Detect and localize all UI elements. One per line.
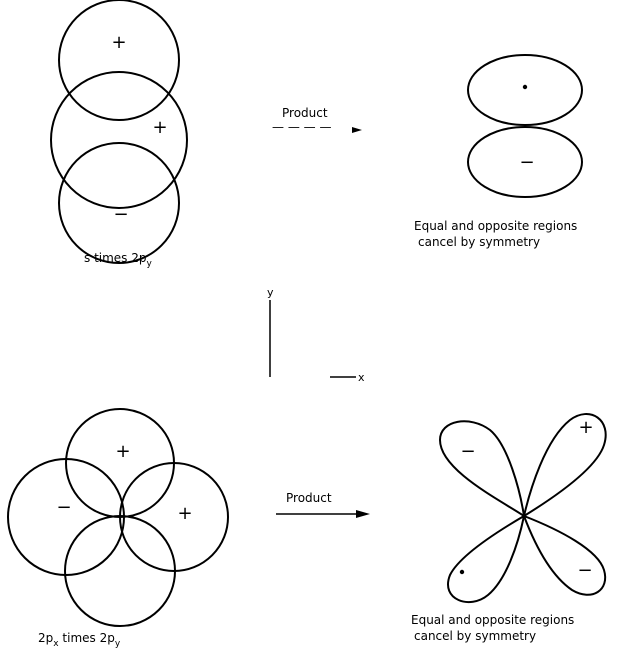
- sign-right: +: [177, 503, 192, 524]
- x-axis-label: x: [358, 371, 365, 384]
- bottom-px-circle: [65, 516, 175, 626]
- coordinate-axes: y x: [267, 286, 365, 384]
- sign-lobe-bottom-right: −: [577, 560, 592, 581]
- bottom-right-caption-1: Equal and opposite regions: [411, 613, 574, 627]
- top-px-circle: [66, 409, 174, 517]
- lower-lobe-circle: [59, 143, 179, 263]
- top-right-caption-2: cancel by symmetry: [418, 235, 540, 249]
- lobe-bottom-left: [448, 516, 524, 602]
- bottom-arrow-head: [356, 510, 370, 518]
- top-left-caption: s times 2py: [84, 251, 153, 269]
- top-arrow-label: Product: [282, 106, 328, 120]
- sign-dot-upper: [523, 85, 527, 89]
- top-left-orbitals: + + −: [51, 0, 187, 263]
- top-arrow-head: [352, 127, 362, 133]
- bottom-right-caption-2: cancel by symmetry: [414, 629, 536, 643]
- bottom-arrow-label: Product: [286, 491, 332, 505]
- sign-lobe-top-right: +: [578, 417, 593, 438]
- sign-lobe-top-left: −: [460, 441, 475, 462]
- upper-lobe-circle: [59, 0, 179, 120]
- right-py-circle: [120, 463, 228, 571]
- lobe-top-left: [440, 421, 524, 516]
- sign-middle: +: [152, 117, 167, 138]
- top-arrow-label-2: — — — —: [272, 120, 331, 134]
- bottom-right-product: − + −: [440, 414, 606, 602]
- bottom-product-arrow: Product: [276, 491, 370, 518]
- sign-left: −: [56, 497, 71, 518]
- top-right-product: −: [468, 55, 582, 197]
- bottom-left-orbitals: + − +: [8, 409, 228, 626]
- top-product-arrow: Product — — — —: [272, 106, 362, 134]
- sign-lower: −: [113, 204, 128, 225]
- top-right-caption-1: Equal and opposite regions: [414, 219, 577, 233]
- s-orbital-circle: [51, 72, 187, 208]
- bottom-left-caption: 2px times 2py: [38, 631, 121, 649]
- sign-upper: +: [111, 32, 126, 53]
- sign-product-lower: −: [519, 152, 534, 173]
- sign-top: +: [115, 441, 130, 462]
- sign-dot-bottom-left: [460, 570, 464, 574]
- product-upper-lobe: [468, 55, 582, 125]
- lobe-bottom-right: [524, 516, 605, 595]
- y-axis-label: y: [267, 286, 274, 299]
